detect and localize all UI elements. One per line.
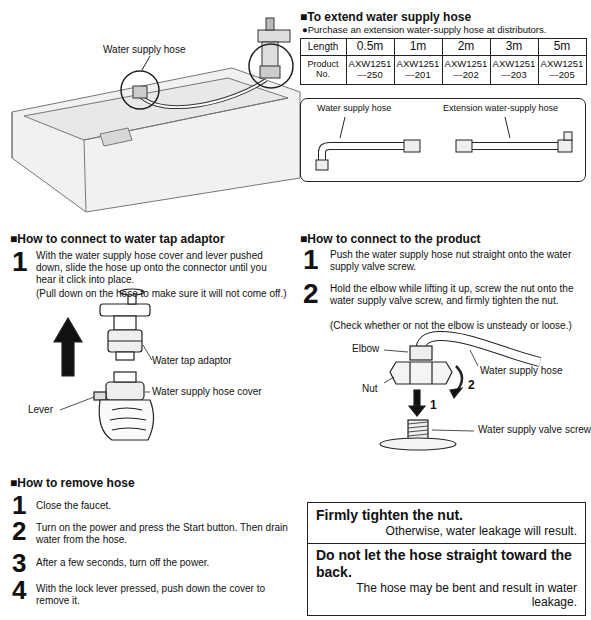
part-label: Water supply valve screw — [478, 424, 591, 436]
step-number: 2 — [12, 518, 26, 544]
part-label: Water tap adaptor — [152, 355, 232, 367]
note-text: ●Purchase an extension water-supply hose… — [302, 24, 546, 35]
part-label: Water supply hose cover — [152, 386, 262, 398]
table-cell: 1m — [394, 38, 442, 55]
step-text: With the lock lever pressed, push down t… — [36, 583, 298, 607]
table-cell: 5m — [538, 38, 586, 55]
step-number: 4 — [12, 577, 26, 603]
table-grid — [300, 38, 587, 85]
step-text: Hold the elbow while lifting it up, scre… — [330, 283, 585, 307]
step-text: Turn on the power and press the Start bu… — [36, 522, 298, 546]
section-heading: ■How to connect to water tap adaptor — [10, 232, 225, 246]
table-cell: Length — [300, 38, 346, 55]
callout-label: Water supply hose — [103, 44, 185, 56]
hose-label: Extension water-supply hose — [443, 103, 583, 114]
table-cell: 0.5m — [346, 38, 394, 55]
warning-heading: Firmly tighten the nut. — [316, 507, 577, 524]
step-number: 1 — [12, 492, 26, 518]
hose-label: Water supply hose — [317, 103, 447, 114]
washer-illustration — [12, 18, 300, 212]
table-cell: AXW1251 —250 — [346, 55, 394, 84]
step-text: Close the faucet. — [36, 500, 298, 512]
step-text: With the water supply hose cover and lev… — [36, 250, 288, 286]
step-note: (Pull down on the hose to make sure it w… — [36, 288, 288, 300]
table-cell: 2m — [442, 38, 490, 55]
step-number: 2 — [303, 280, 319, 308]
callout-number: 2 — [468, 378, 475, 392]
section-heading: ■How to remove hose — [10, 476, 135, 490]
step-note: (Check whether or not the elbow is unste… — [330, 320, 585, 332]
step-number: 1 — [12, 248, 28, 276]
part-label: Nut — [362, 383, 378, 395]
section-heading: ■How to connect to the product — [300, 232, 481, 246]
part-label: Water supply hose — [480, 365, 562, 377]
tap-adaptor-illustration — [54, 289, 154, 440]
callout-number: 1 — [430, 398, 437, 412]
step-text: Push the water supply hose nut straight … — [330, 249, 585, 273]
part-label: Elbow — [352, 343, 379, 355]
table-cell: AXW1251 —203 — [490, 55, 538, 84]
table-cell: AXW1251 —201 — [394, 55, 442, 84]
warning-heading: Do not let the hose straight toward the … — [308, 543, 585, 581]
step-text: After a few seconds, turn off the power. — [36, 557, 298, 569]
warning-text: The hose may be bent and result in water… — [316, 581, 577, 610]
warning-box: Firmly tighten the nut.Otherwise, water … — [307, 502, 586, 616]
hose-drawings — [316, 117, 572, 170]
table-cell: AXW1251 —205 — [538, 55, 586, 84]
table-cell: Product No. — [300, 55, 346, 84]
table-cell: 3m — [490, 38, 538, 55]
step-number: 1 — [303, 246, 319, 274]
part-label: Lever — [28, 404, 53, 416]
section-heading: ■To extend water supply hose — [300, 10, 471, 24]
extension-hose-box: Water supply hoseExtension water-supply … — [300, 98, 586, 182]
table-cell: AXW1251 —202 — [442, 55, 490, 84]
step-number: 3 — [12, 550, 26, 576]
warning-text: Otherwise, water leakage will result. — [316, 524, 577, 538]
